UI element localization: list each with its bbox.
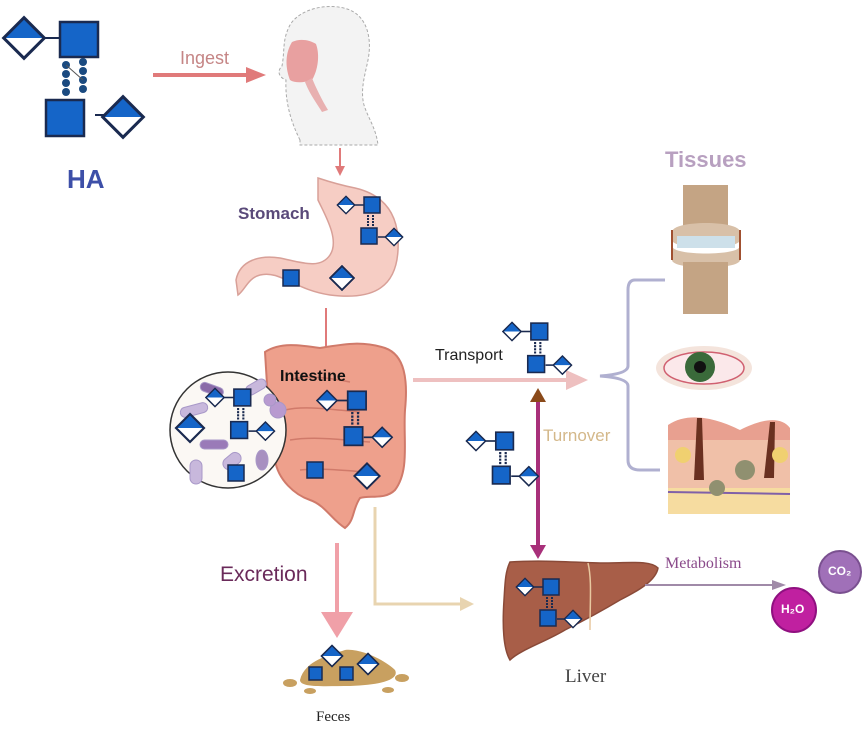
- excretion-label: Excretion: [220, 563, 308, 586]
- head-illustration: [278, 6, 379, 146]
- metabolism-label: Metabolism: [665, 555, 742, 572]
- liver-illustration: [502, 560, 659, 662]
- feces-illustration: [283, 644, 409, 694]
- head-to-stomach-arrow: [335, 148, 345, 176]
- intestine-label: Intestine: [280, 368, 346, 385]
- gut-microbiota-inset: [169, 371, 287, 489]
- h2o-molecule-icon: [771, 587, 817, 633]
- metabolism-arrow: [645, 580, 786, 590]
- intestine-illustration: [263, 342, 407, 530]
- tissues-bracket: [599, 278, 665, 472]
- transport-ha-molecule-icon: [503, 322, 572, 374]
- tissues-label: Tissues: [665, 147, 747, 172]
- joint-tissue-illustration: [671, 185, 741, 314]
- skin-tissue-illustration: [667, 417, 791, 514]
- turnover-label: Turnover: [543, 426, 611, 445]
- eye-tissue-illustration: [656, 346, 752, 390]
- intestine-to-liver-arrow: [373, 507, 474, 611]
- h2o-label: H₂O: [781, 602, 805, 616]
- ingest-arrow: [153, 67, 266, 83]
- liver-label: Liver: [565, 666, 607, 687]
- feces-label: Feces: [316, 709, 351, 725]
- co2-molecule-icon: [818, 550, 862, 594]
- transport-arrow: [413, 370, 588, 390]
- turnover-ha-molecule-icon: [466, 431, 538, 485]
- stomach-illustration: [235, 176, 403, 297]
- transport-label: Transport: [435, 347, 503, 364]
- co2-label: CO₂: [828, 564, 852, 578]
- stomach-label: Stomach: [238, 204, 310, 223]
- ingest-label: Ingest: [180, 48, 230, 68]
- excretion-arrow: [321, 543, 353, 638]
- ha-molecule-icon: [2, 16, 145, 139]
- ha-label: HA: [67, 164, 105, 194]
